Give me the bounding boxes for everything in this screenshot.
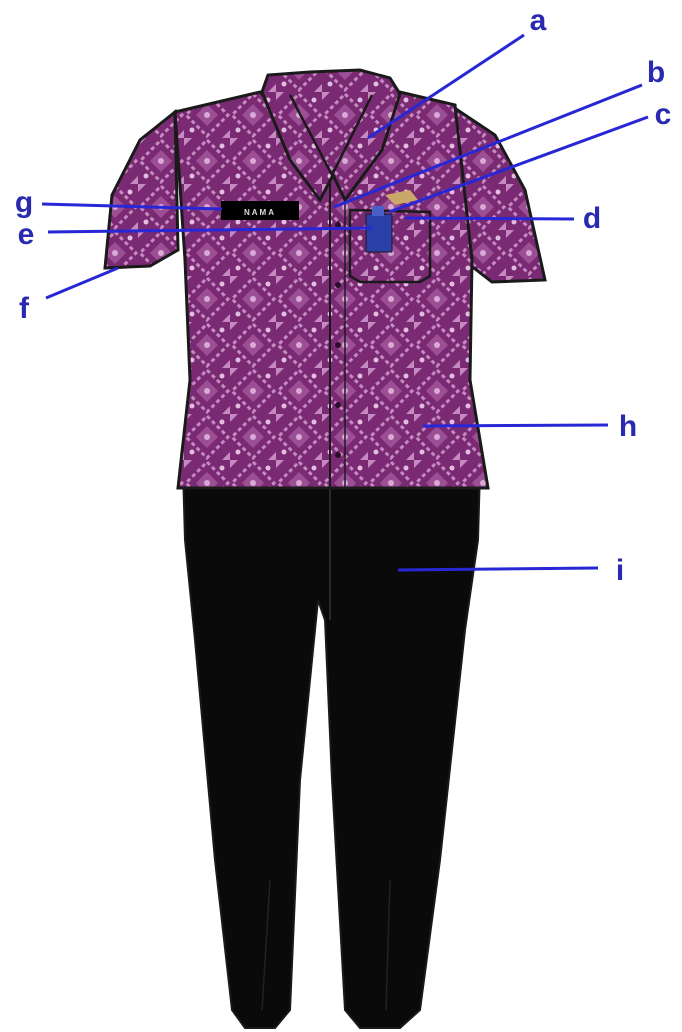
pen-clip xyxy=(366,214,392,252)
pointer-i xyxy=(398,568,598,570)
pointer-d xyxy=(405,218,574,219)
name-badge-text: NAMA xyxy=(244,208,276,217)
pointer-h xyxy=(423,425,608,426)
label-b: b xyxy=(647,56,665,89)
label-h: h xyxy=(619,410,637,443)
label-g: g xyxy=(15,186,33,219)
label-a: a xyxy=(530,4,547,37)
label-i: i xyxy=(616,554,624,587)
pointer-f xyxy=(46,268,118,298)
label-d: d xyxy=(583,202,601,235)
pants xyxy=(183,470,480,1028)
label-e: e xyxy=(18,218,35,251)
name-badge: NAMA xyxy=(221,201,299,220)
label-f: f xyxy=(19,292,30,325)
label-c: c xyxy=(655,98,672,131)
left-sleeve xyxy=(105,112,178,268)
